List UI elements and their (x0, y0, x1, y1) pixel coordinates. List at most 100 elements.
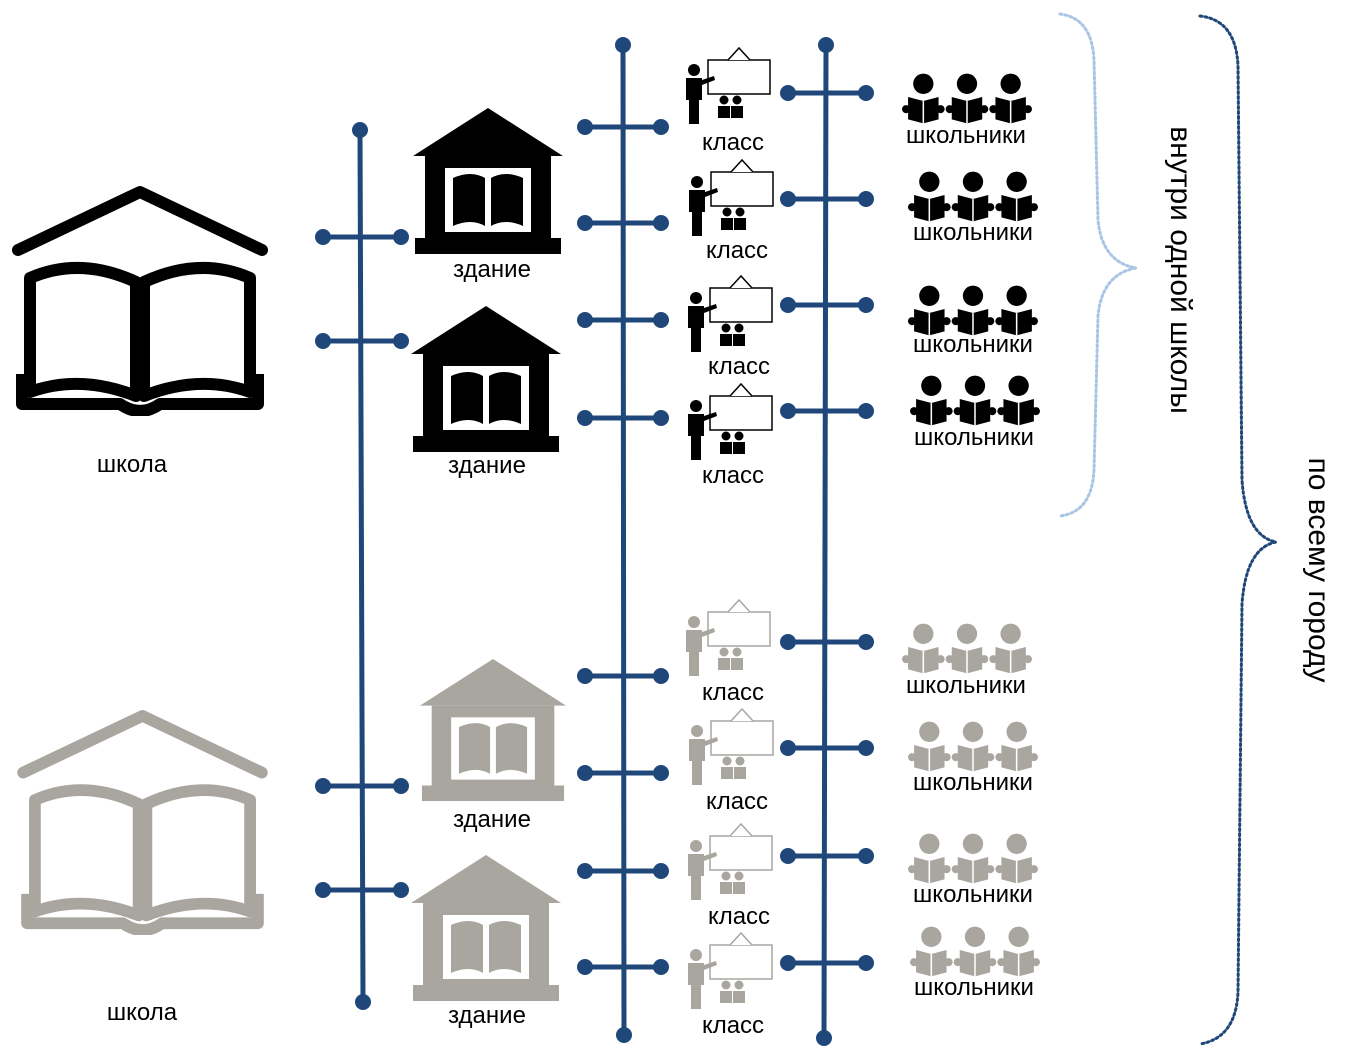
class-label-3: класс (707, 353, 771, 380)
school-building-connector-4-dot-left (315, 882, 331, 898)
class-label-1: класс (701, 129, 765, 156)
class-label-5: класс (701, 679, 765, 706)
building-class-connector-1-dot-right (653, 119, 669, 135)
class-students-connector-7-dot-right (858, 848, 874, 864)
building-backbone-end-top (615, 37, 631, 53)
classroom-icon-3 (687, 275, 773, 353)
building-icon-2 (411, 306, 561, 452)
building-class-connector-7-dot-left (577, 863, 593, 879)
students-label-4: школьники (914, 424, 1034, 451)
school-backbone (357, 127, 366, 1005)
building-icon-4 (411, 855, 561, 1001)
students-icon-5 (902, 624, 1032, 674)
building-class-connector-8-dot-right (653, 959, 669, 975)
class-backbone (821, 42, 829, 1041)
students-icon-4 (910, 376, 1040, 426)
school-building-connector-2-dot-left (315, 333, 331, 349)
building-class-connector-6-dot-left (577, 765, 593, 781)
class-students-connector-6-dot-right (858, 740, 874, 756)
class-students-connector-8-dot-left (780, 955, 796, 971)
building-class-connector-5-dot-right (653, 668, 669, 684)
students-label-8: школьники (914, 974, 1034, 1001)
school-building-connector-3-dot-right (393, 778, 409, 794)
building-class-connector-3-dot-left (577, 312, 593, 328)
building-icon-3 (420, 658, 566, 802)
class-backbone-end-top (818, 37, 834, 53)
class-students-connector-3-dot-right (858, 297, 874, 313)
outer-brace-caption: по всему городу (1302, 457, 1335, 683)
school-icon-1 (18, 192, 262, 411)
students-icon-1 (902, 74, 1032, 124)
school-building-connector-3-dot-left (315, 778, 331, 794)
school-building-connector-2-dot-right (393, 333, 409, 349)
class-students-connector-7-dot-left (780, 848, 796, 864)
class-backbone-end-bottom (816, 1030, 832, 1046)
building-class-connector-6-dot-right (653, 765, 669, 781)
school-label-2: школа (106, 999, 178, 1026)
building-class-connector-3-dot-right (653, 312, 669, 328)
building-class-connector-5-dot-left (577, 668, 593, 684)
building-class-connector-4-dot-right (653, 410, 669, 426)
school-icon-2 (23, 716, 262, 930)
students-label-1: школьники (906, 122, 1026, 149)
classroom-icon-5 (685, 599, 771, 677)
class-students-connector-3-dot-left (780, 297, 796, 313)
building-class-connector-8-dot-left (577, 959, 593, 975)
inner-brace (1058, 12, 1137, 518)
building-icon-1 (413, 108, 563, 254)
building-label-3: здание (453, 806, 531, 833)
students-label-6: школьники (913, 769, 1033, 796)
building-class-connector-2-dot-right (653, 215, 669, 231)
school-backbone-end-bottom (355, 994, 371, 1010)
classroom-icon-7 (687, 823, 773, 901)
school-backbone-end-top (352, 122, 368, 138)
connector-lines (315, 37, 874, 1046)
outer-brace (1198, 14, 1277, 1046)
inner-brace-caption: внутри одной школы (1164, 126, 1197, 414)
building-class-connector-4-dot-left (577, 410, 593, 426)
students-icon-6 (908, 722, 1038, 772)
class-students-connector-1-dot-right (858, 85, 874, 101)
icons (18, 47, 1040, 1010)
class-students-connector-8-dot-right (858, 955, 874, 971)
students-label-5: школьники (906, 672, 1026, 699)
building-label-1: здание (453, 256, 531, 283)
class-label-6: класс (705, 788, 769, 815)
students-icon-7 (908, 834, 1038, 884)
students-icon-2 (908, 172, 1038, 222)
building-class-connector-7-dot-right (653, 863, 669, 879)
class-students-connector-1-dot-left (780, 85, 796, 101)
school-building-connector-1-dot-right (393, 229, 409, 245)
class-students-connector-5-dot-right (858, 634, 874, 650)
building-class-connector-1-dot-left (577, 119, 593, 135)
classroom-icon-1 (685, 47, 771, 125)
classroom-icon-8 (687, 932, 773, 1010)
school-building-connector-1-dot-left (315, 229, 331, 245)
class-label-2: класс (705, 237, 769, 264)
classroom-icon-4 (687, 383, 773, 461)
class-students-connector-2-dot-left (780, 191, 796, 207)
class-students-connector-2-dot-right (858, 191, 874, 207)
students-label-3: школьники (913, 331, 1033, 358)
building-backbone-end-bottom (616, 1027, 632, 1043)
students-label-2: школьники (913, 219, 1033, 246)
school-label-1: школа (96, 451, 168, 478)
class-label-8: класс (701, 1012, 765, 1039)
class-students-connector-6-dot-left (780, 740, 796, 756)
class-label-4: класс (701, 462, 765, 489)
class-label-7: класс (707, 903, 771, 930)
school-building-connector-4-dot-right (393, 882, 409, 898)
students-icon-3 (908, 286, 1038, 336)
students-icon-8 (910, 927, 1040, 977)
building-backbone (620, 42, 627, 1038)
building-class-connector-2-dot-left (577, 215, 593, 231)
building-label-2: здание (448, 452, 526, 479)
classroom-icon-2 (688, 159, 774, 237)
classroom-icon-6 (688, 708, 774, 786)
students-label-7: школьники (913, 881, 1033, 908)
class-students-connector-4-dot-right (858, 403, 874, 419)
class-students-connector-4-dot-left (780, 403, 796, 419)
class-students-connector-5-dot-left (780, 634, 796, 650)
building-label-4: здание (448, 1002, 526, 1029)
